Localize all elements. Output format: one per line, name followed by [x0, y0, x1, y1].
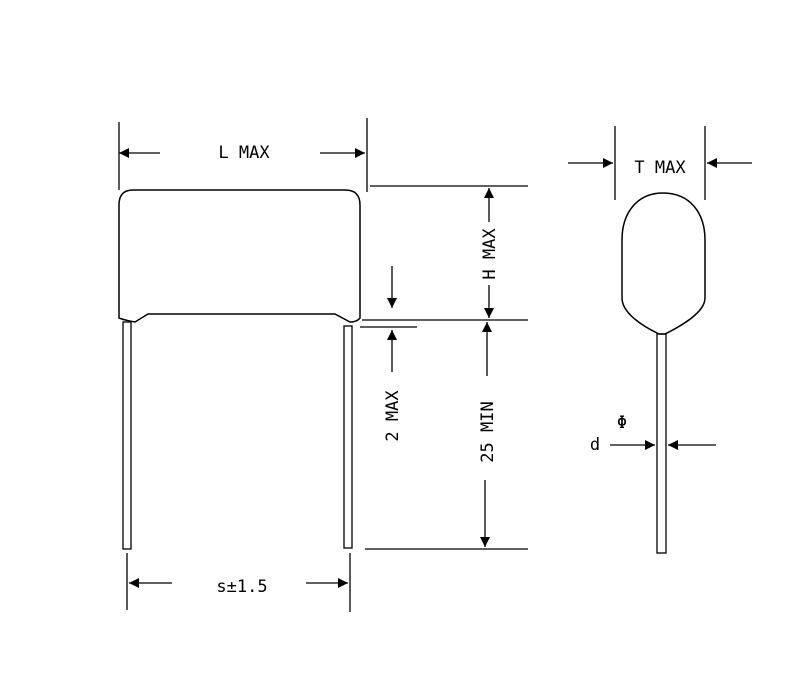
h-max-label: H MAX [480, 228, 500, 280]
lead-right [343, 325, 353, 549]
lead-offset-label: 2 MAX [383, 390, 403, 442]
capacitor-body-front [118, 189, 361, 323]
lead-side [656, 333, 667, 554]
capacitor-body-side [621, 192, 706, 335]
lead-spacing-label: s±1.5 [216, 577, 267, 597]
lead-diameter-symbol: Φ [617, 413, 627, 433]
l-max-label: L MAX [218, 143, 270, 163]
lead-length-label: 25 MIN [478, 401, 498, 462]
lead-left [122, 321, 132, 550]
lead-diameter-letter: d [590, 435, 600, 455]
t-max-label: T MAX [634, 158, 686, 178]
